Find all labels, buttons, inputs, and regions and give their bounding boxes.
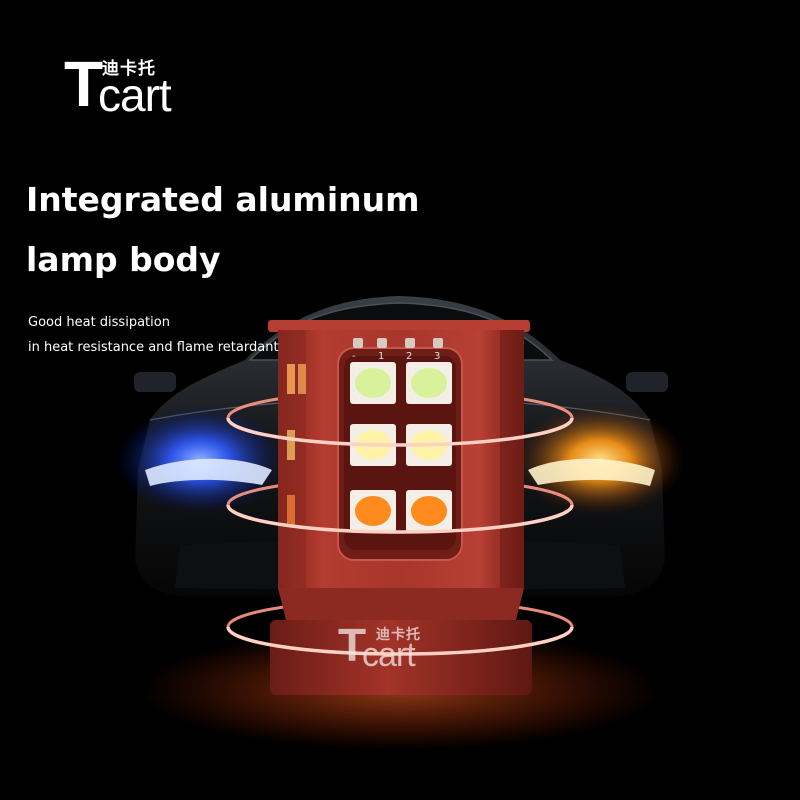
feature-description: Good heat dissipation in heat resistance… (28, 310, 279, 360)
led-light (411, 368, 447, 398)
pin-label-negative: - (352, 351, 356, 362)
heat-rings-front (226, 417, 574, 656)
headline-line-2: lamp body (26, 240, 221, 279)
pin-label-3: 3 (434, 351, 441, 362)
brand-logo-mark: T (64, 48, 104, 120)
pin-label-1: 1 (378, 351, 385, 362)
headline: Integrated aluminum lamp body (26, 170, 420, 290)
pin-label-2: 2 (406, 351, 413, 362)
brand-logo-chinese: 迪卡托 (102, 59, 156, 79)
feature-description-line-2: in heat resistance and flame retardant (28, 340, 279, 355)
brand-logo-name: cart (98, 69, 172, 121)
feature-description-line-1: Good heat dissipation (28, 315, 170, 330)
headline-line-1: Integrated aluminum (26, 180, 420, 219)
lamp-logo-name: cart (362, 636, 416, 674)
right-headlight (528, 458, 655, 486)
lamp-logo: T 迪卡托 cart (338, 622, 468, 678)
brand-logo: T 迪卡托 cart (64, 52, 204, 124)
led-light (411, 496, 447, 526)
lamp-pins (353, 338, 443, 348)
lamp-logo-chinese: 迪卡托 (376, 627, 421, 643)
lamp-logo-mark: T (338, 619, 367, 671)
led-light (355, 496, 391, 526)
led-light (355, 368, 391, 398)
left-headlight (145, 458, 272, 486)
